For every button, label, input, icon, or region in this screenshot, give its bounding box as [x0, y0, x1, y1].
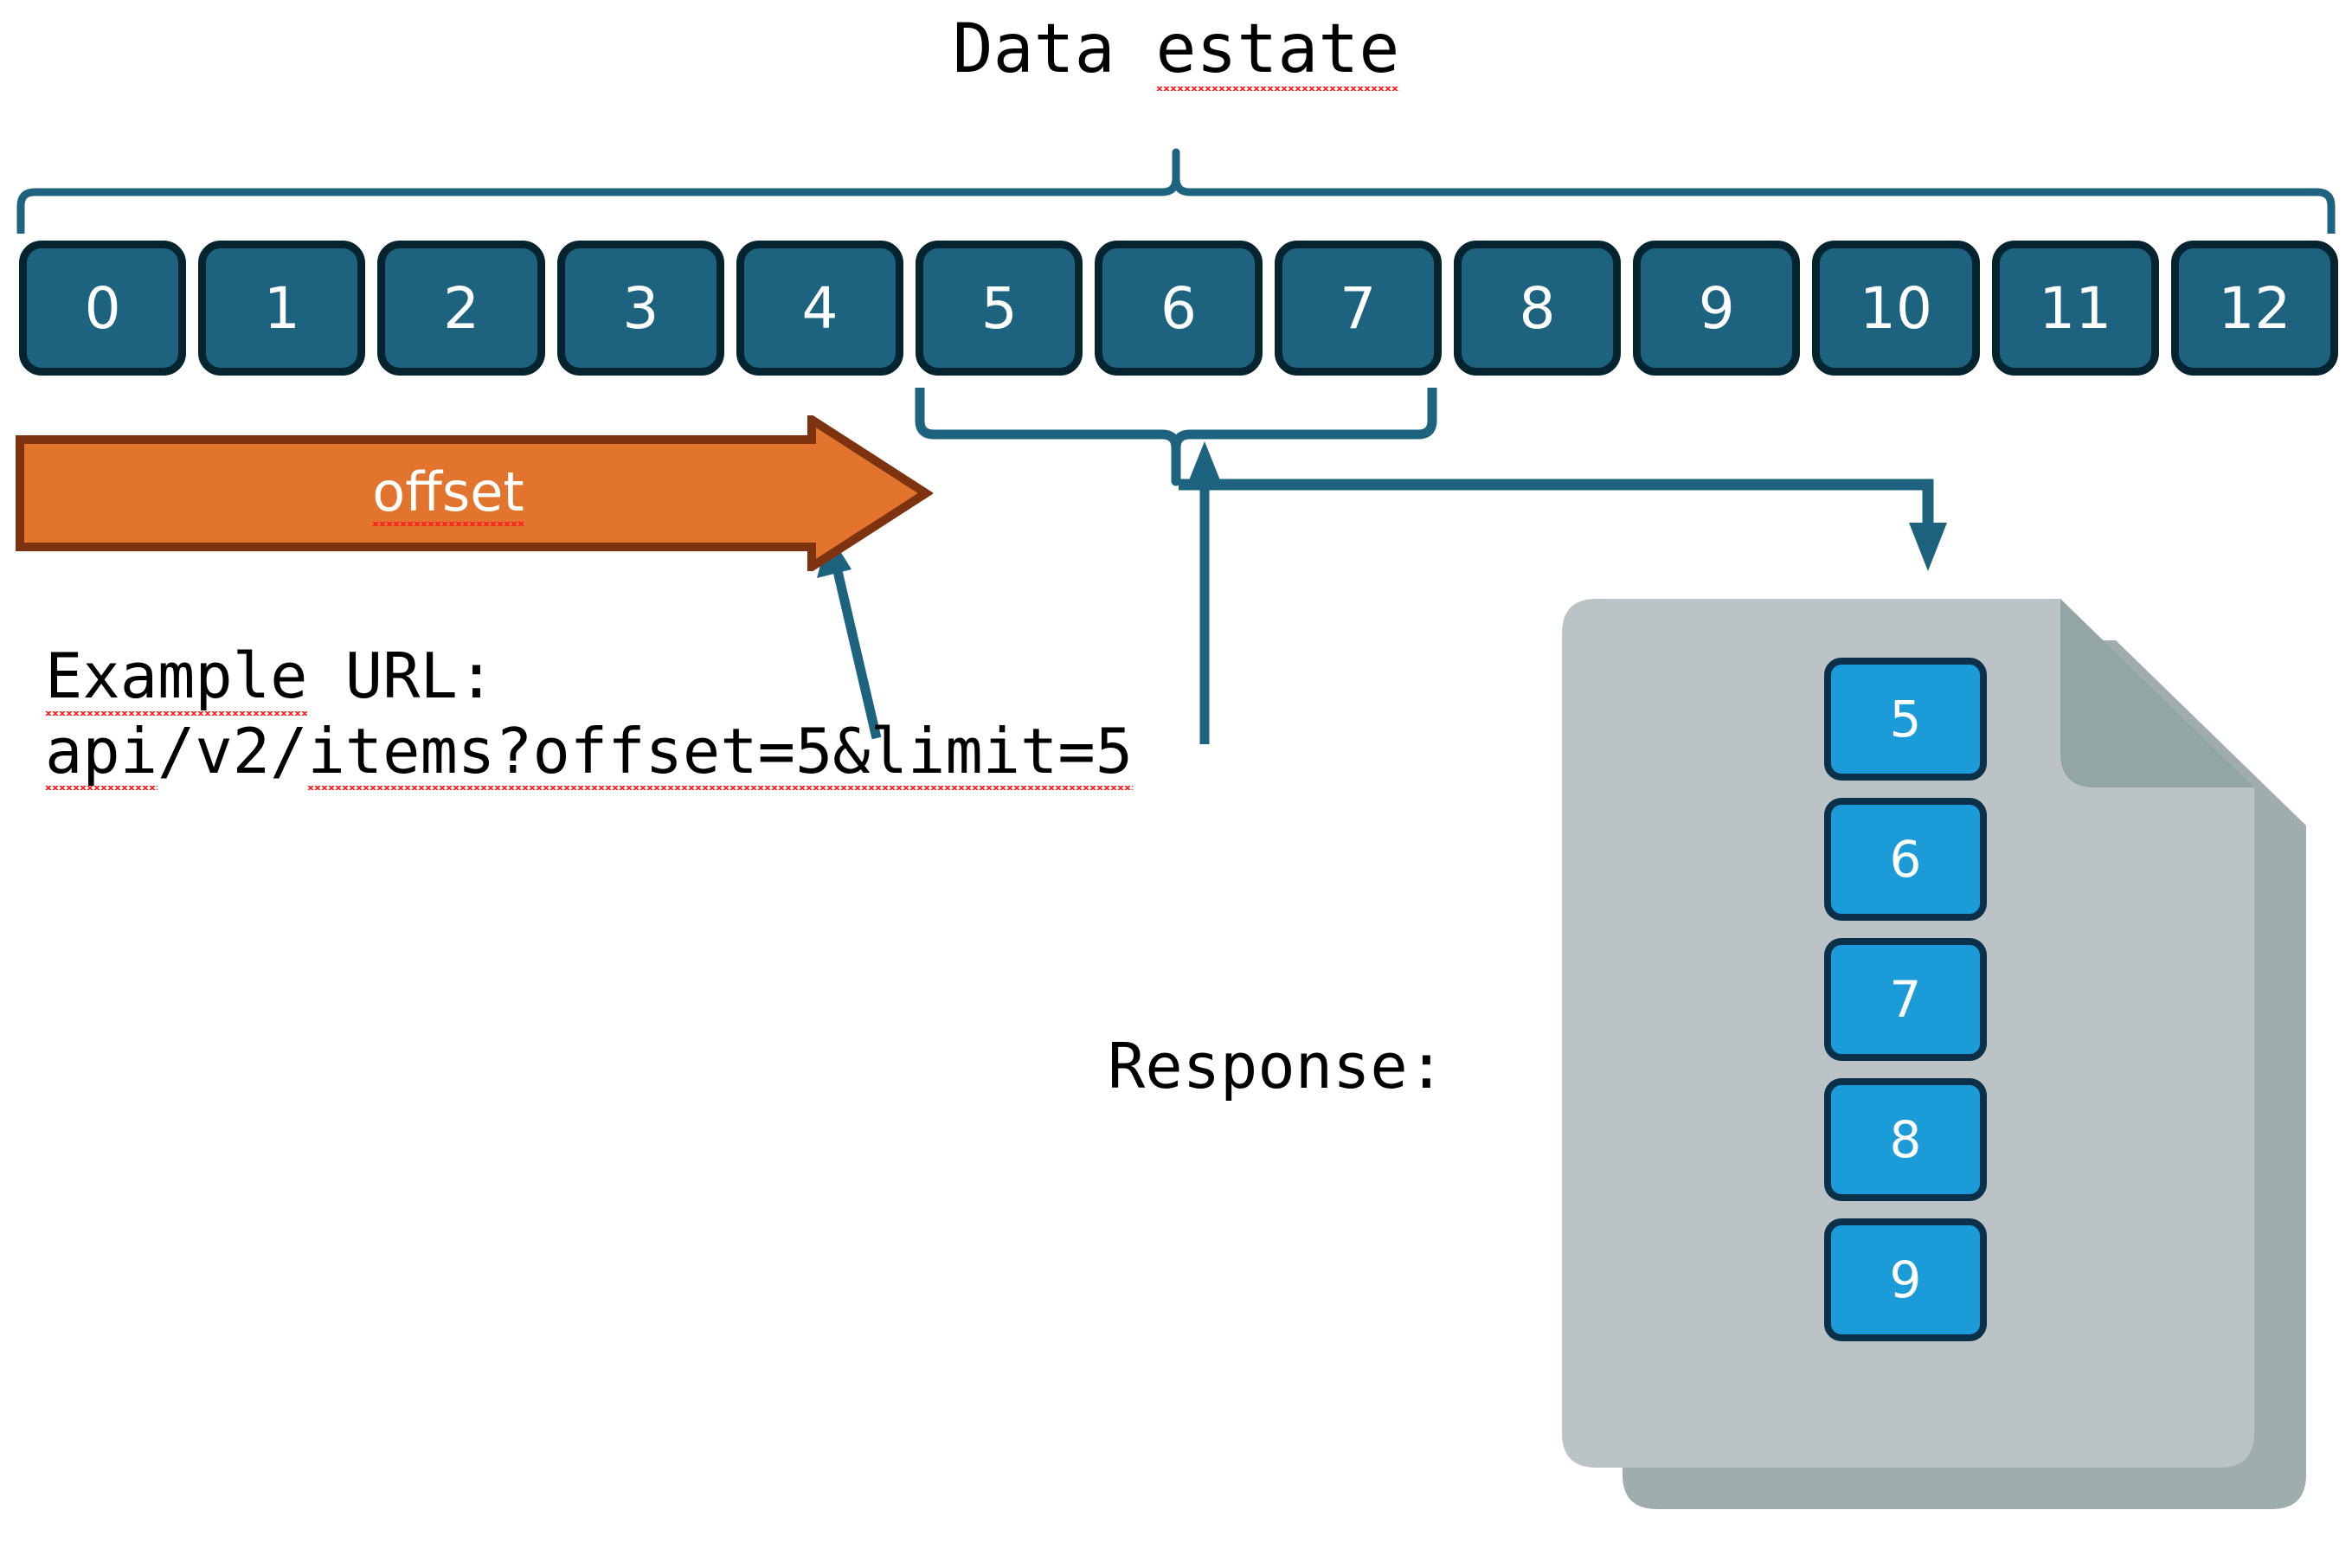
data-cell[interactable]: 3 [556, 241, 724, 376]
limit-up-arrow-icon [1187, 441, 1222, 744]
data-cell[interactable]: 10 [1812, 241, 1980, 376]
data-cell[interactable]: 4 [736, 241, 904, 376]
response-item[interactable]: 6 [1824, 798, 1987, 921]
offset-arrow-label-wrap: offset [16, 415, 881, 571]
page-title-plain: Data [952, 10, 1156, 88]
data-cell[interactable]: 1 [198, 241, 366, 376]
example-url-block: Example URL:api/v2/items?offset=5&limit=… [45, 639, 1134, 791]
response-elbow-arrow-icon [1179, 479, 1947, 571]
data-cell[interactable]: 11 [1991, 241, 2159, 376]
data-cell[interactable]: 6 [1095, 241, 1263, 376]
response-item[interactable]: 8 [1824, 1078, 1987, 1201]
example-url-scheme: api [45, 715, 158, 791]
data-cell[interactable]: 9 [1633, 241, 1801, 376]
example-url-query: items?offset=5&limit=5 [307, 715, 1134, 791]
response-label: Response: [1108, 1030, 1446, 1102]
data-cell[interactable]: 7 [1274, 241, 1442, 376]
response-item[interactable]: 7 [1824, 938, 1987, 1061]
example-url-heading: Example URL: [45, 639, 1133, 716]
limit-brace-icon [915, 388, 1437, 486]
page-title: Data estate [0, 10, 2352, 91]
data-cell[interactable]: 5 [916, 241, 1083, 376]
response-item[interactable]: 5 [1824, 658, 1987, 781]
example-url-heading-misspelled: Example [45, 639, 308, 716]
data-cell[interactable]: 2 [377, 241, 545, 376]
data-cell[interactable]: 12 [2170, 241, 2339, 376]
example-url-value: api/v2/items?offset=5&limit=5 [45, 714, 1134, 791]
data-cell[interactable]: 0 [19, 241, 187, 376]
offset-arrow-label: offset [372, 460, 524, 526]
page-title-misspelled-word: estate [1155, 10, 1400, 91]
example-url-heading-rest: URL: [307, 639, 496, 712]
response-items: 5 6 7 8 9 [1824, 658, 1987, 1341]
example-url-path: /v2/ [157, 714, 308, 787]
response-item[interactable]: 9 [1824, 1218, 1987, 1341]
top-brace-icon [16, 148, 2336, 234]
data-cell[interactable]: 8 [1453, 241, 1622, 376]
document-fold-corner [2060, 599, 2254, 787]
data-estate-cells: 0 1 2 3 4 5 6 7 8 9 10 11 12 [19, 241, 2339, 376]
